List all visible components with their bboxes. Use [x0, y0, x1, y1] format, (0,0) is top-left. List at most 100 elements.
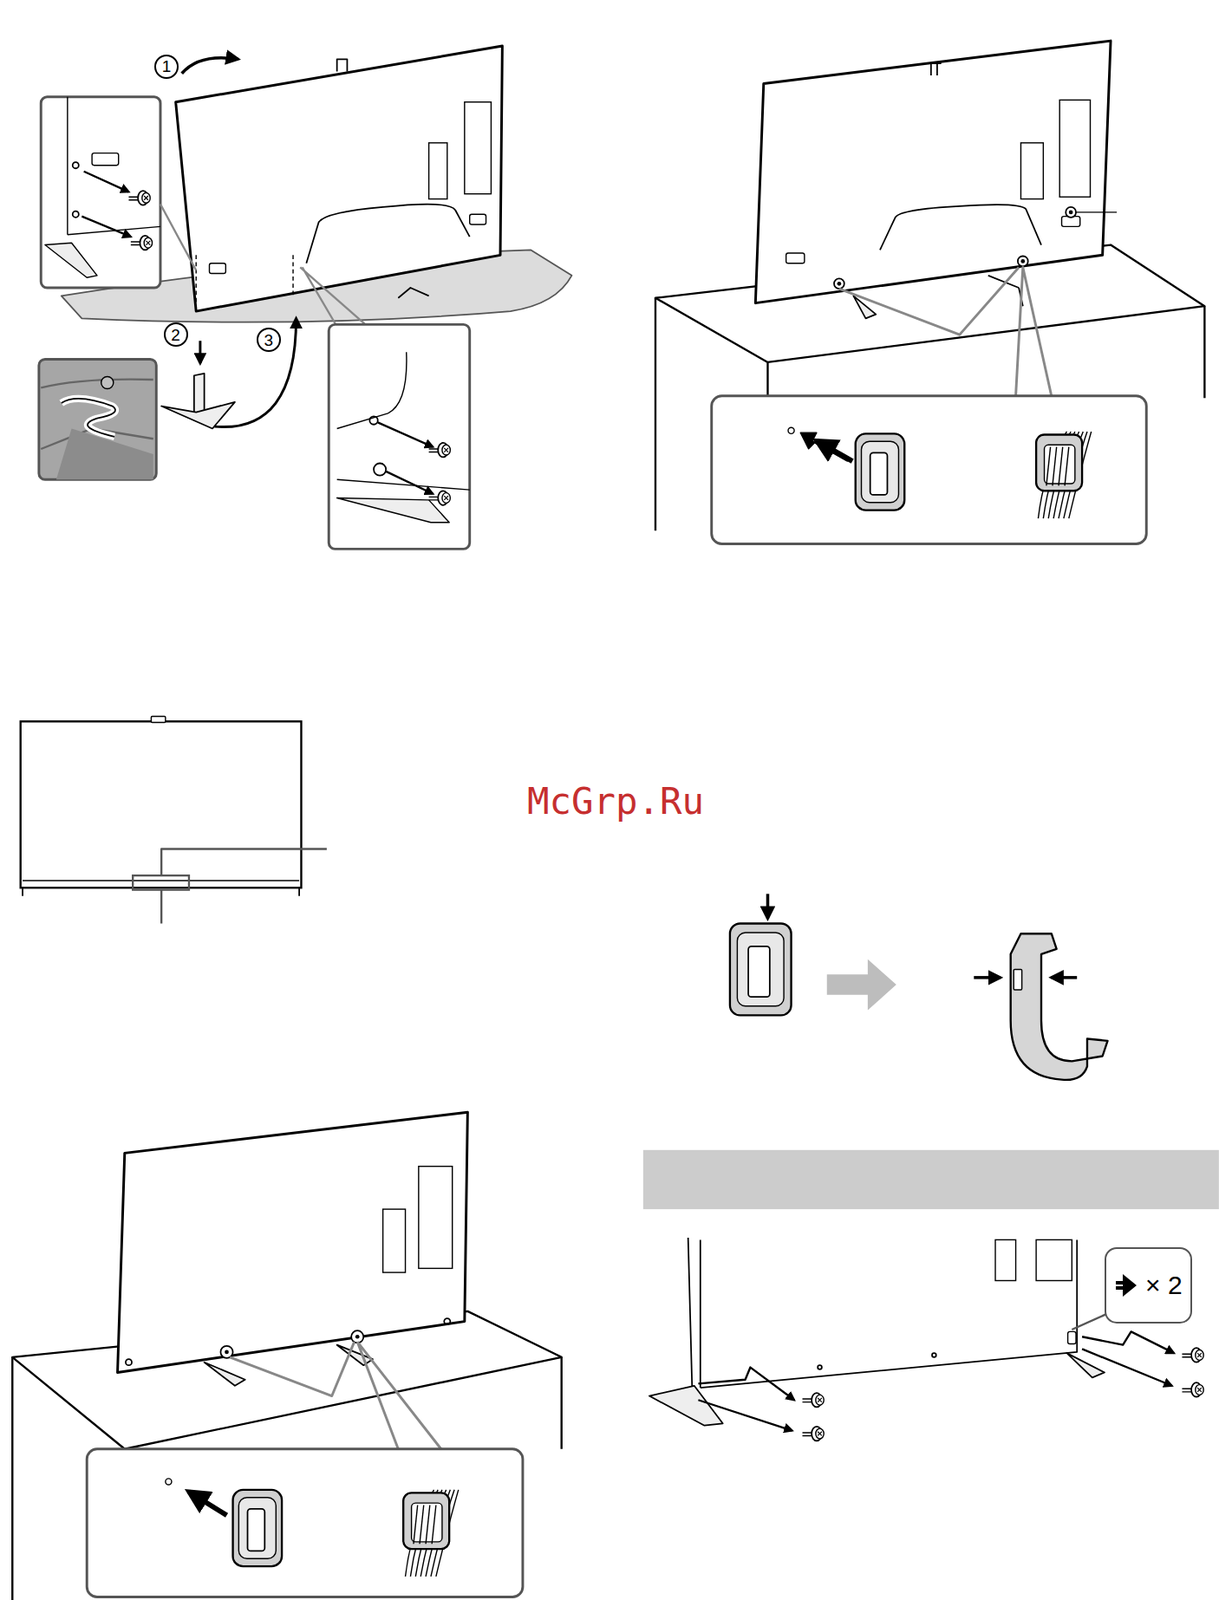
- callout-number: 3: [256, 327, 281, 353]
- illustration-part: [748, 946, 770, 998]
- illustration-part: [431, 1505, 437, 1545]
- illustration-part: [130, 235, 153, 250]
- illustration-part: [1069, 210, 1074, 216]
- illustration-part: [369, 416, 378, 424]
- illustration-part: [146, 241, 151, 246]
- illustration-part: [1195, 1350, 1204, 1362]
- illustration-part: [1068, 1331, 1076, 1344]
- illustration-part: [817, 1365, 822, 1370]
- illustration-part: [1036, 1239, 1072, 1281]
- illustration-part: [1181, 1348, 1204, 1363]
- illustration-part: [880, 204, 1042, 250]
- illustration-part: [817, 1432, 822, 1437]
- illustration-part: [443, 495, 449, 501]
- illustration-part: [351, 1330, 364, 1343]
- illustration-part: [649, 1386, 724, 1427]
- illustration-part: [143, 195, 149, 201]
- illustration-part: [150, 716, 165, 723]
- illustration-part: [403, 1492, 450, 1550]
- illustration-part: [224, 1350, 229, 1356]
- illustration-part: [45, 242, 98, 278]
- illustration-part: [839, 267, 1052, 396]
- illustration-part: [161, 402, 235, 430]
- illustration-part: [834, 278, 845, 289]
- illustration-part: [165, 1479, 172, 1486]
- illustration-part: [1020, 143, 1043, 200]
- illustration-part: [419, 1505, 424, 1545]
- illustration-part: [61, 398, 116, 437]
- illustration-part: [194, 373, 205, 415]
- illustration-part: [755, 40, 1111, 304]
- illustration-part: [816, 441, 853, 463]
- illustration-part: [195, 254, 294, 307]
- illustration-part: [101, 376, 114, 389]
- illustration-part: [86, 1449, 523, 1598]
- illustration-part: [125, 1359, 132, 1366]
- illustration-part: [861, 441, 900, 503]
- illustration-part: [1065, 207, 1076, 218]
- illustration-part: [143, 237, 152, 248]
- illustration-part: [337, 58, 348, 72]
- illustration-part: [697, 1368, 795, 1402]
- illustration-part: [1036, 435, 1083, 492]
- illustration-part: [84, 171, 130, 193]
- illustration-part: [160, 203, 196, 271]
- illustration-part: [443, 1318, 450, 1325]
- illustration-part: [72, 211, 79, 218]
- illustration-part: [442, 444, 450, 456]
- illustration-part: [39, 358, 157, 480]
- illustration-part: [328, 324, 470, 549]
- illustration-part: [1082, 1331, 1174, 1354]
- illustration-part: [827, 959, 897, 1011]
- illustration-part: [995, 1239, 1017, 1281]
- screw-symbol: [1115, 1284, 1123, 1287]
- illustration-part: [766, 893, 770, 919]
- illustration-part: [161, 849, 327, 925]
- illustration-part: [229, 1342, 442, 1450]
- illustration-part: [1058, 447, 1063, 487]
- illustration-part: [378, 422, 434, 447]
- illustration-part: [786, 253, 805, 264]
- illustration-part: [337, 352, 470, 490]
- illustration-part: [700, 1239, 1077, 1389]
- illustration-part: [1017, 256, 1029, 268]
- illustration-part: [736, 932, 784, 1007]
- illustration-part: [429, 490, 451, 505]
- illustration-part: [182, 58, 239, 74]
- illustration-part: [1059, 99, 1090, 197]
- illustration-part: [429, 143, 448, 200]
- illustration-part: [189, 1492, 228, 1516]
- illustration-part: [926, 63, 941, 76]
- illustration-part: [788, 427, 795, 434]
- illustration-part: [176, 45, 503, 312]
- illustration-part: [802, 1427, 825, 1441]
- callout-number: 1: [162, 58, 172, 75]
- illustration-part: [1064, 447, 1070, 487]
- illustration-part: [469, 214, 487, 225]
- illustration-part: [1052, 447, 1057, 487]
- callout-number: 3: [263, 332, 274, 349]
- illustration-part: [61, 398, 116, 437]
- illustration-part: [209, 263, 227, 274]
- illustration-part: [429, 443, 451, 457]
- illustration-part: [233, 1490, 283, 1567]
- illustration-part: [1013, 969, 1022, 991]
- illustration-part: [855, 433, 906, 510]
- illustration-part: [425, 1505, 431, 1545]
- illustration-part: [464, 102, 492, 195]
- illustration-part: [12, 1357, 561, 1600]
- illustration-part: [870, 452, 888, 496]
- illustration-part: [397, 287, 429, 299]
- illustration-part: [1051, 976, 1077, 980]
- illustration-part: [1181, 1382, 1204, 1397]
- illustration-part: [198, 340, 202, 364]
- illustration-part: [1020, 259, 1025, 264]
- illustration-part: [1082, 1349, 1173, 1386]
- illustration-part: [973, 976, 1001, 980]
- illustration-part: [697, 1400, 792, 1431]
- illustration-part: [355, 1335, 360, 1340]
- illustration-part: [1197, 1388, 1202, 1393]
- illustration-part: [817, 1398, 822, 1403]
- illustration-part: [643, 1150, 1219, 1210]
